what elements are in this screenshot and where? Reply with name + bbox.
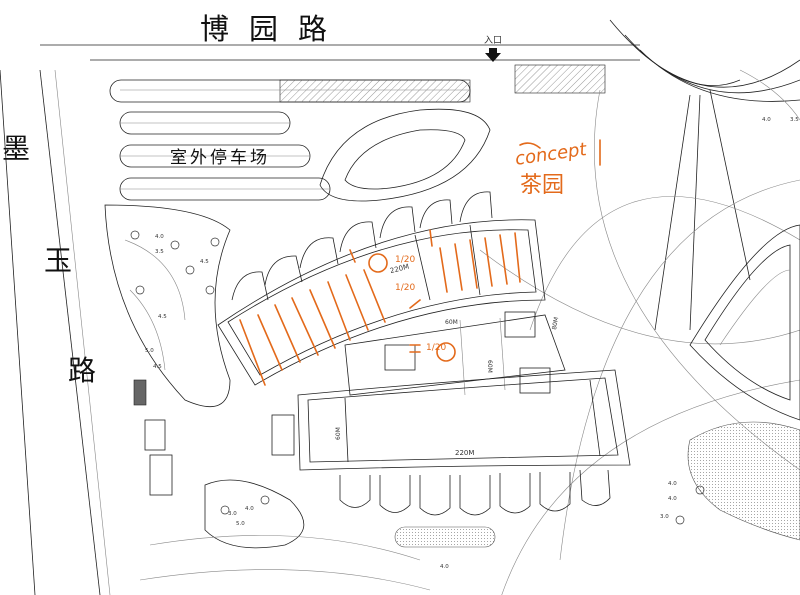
elevation-8: 3.0: [228, 511, 237, 517]
parking-label: 室外停车场: [170, 148, 270, 168]
outdoor-parking-lot: [109, 64, 606, 201]
west-road-char-3: 路: [68, 354, 96, 387]
west-tree-clusters: [130, 230, 705, 525]
elevation-2: 3.5: [155, 249, 164, 255]
side-dimension-b: 80M: [551, 317, 560, 331]
elevation-14: 5.0: [236, 521, 245, 527]
elevation-3: 4.5: [200, 259, 209, 265]
handwritten-note-a: 1/20: [395, 255, 415, 265]
west-landscape: [104, 204, 431, 591]
elevation-1: 4.0: [155, 234, 164, 240]
mid-dimension-b: 60M: [486, 360, 493, 373]
north-hall-tabs: [231, 191, 493, 301]
elevation-5: 5.0: [145, 348, 154, 354]
elevation-13: 4.0: [668, 496, 677, 502]
elevation-7: 4.0: [245, 506, 254, 512]
orange-sketch-overlay: [239, 139, 601, 386]
elevation-15: 4.0: [440, 564, 449, 570]
west-road-char-2: 玉: [44, 244, 72, 277]
east-building: [689, 224, 800, 421]
entrance-arrow-icon: [485, 48, 501, 62]
elevation-6: 4.5: [153, 364, 162, 370]
west-road: [0, 69, 111, 595]
fan-stadium: [609, 19, 800, 331]
side-dimension-a: 60M: [335, 427, 342, 440]
handwritten-note-c: 1/20: [426, 343, 446, 353]
elevation-10: 3.5: [790, 117, 799, 123]
south-exhibition-hall: [271, 369, 631, 471]
west-road-char-1: 墨: [2, 132, 30, 165]
mid-dimension-a: 60M: [445, 319, 458, 326]
north-road-label: 博园路: [200, 12, 347, 46]
elevation-9: 4.0: [762, 117, 771, 123]
south-planter: [394, 526, 496, 548]
south-hall-dimension: 220M: [455, 449, 474, 457]
elevation-11: 4.0: [668, 481, 677, 487]
elevation-12: 3.0: [660, 514, 669, 520]
north-exhibition-hall: [217, 219, 546, 386]
handwritten-note-b: 1/20: [395, 283, 415, 293]
entrance-label: 入口: [484, 35, 502, 46]
central-planter: [319, 108, 491, 202]
west-gate-building: [133, 379, 173, 496]
east-lake: [687, 421, 800, 541]
elevation-4: 4.5: [158, 314, 167, 320]
north-road: [40, 44, 640, 61]
tea-garden-handwriting: 茶园: [520, 173, 564, 198]
south-hall-tabs: [339, 469, 611, 516]
